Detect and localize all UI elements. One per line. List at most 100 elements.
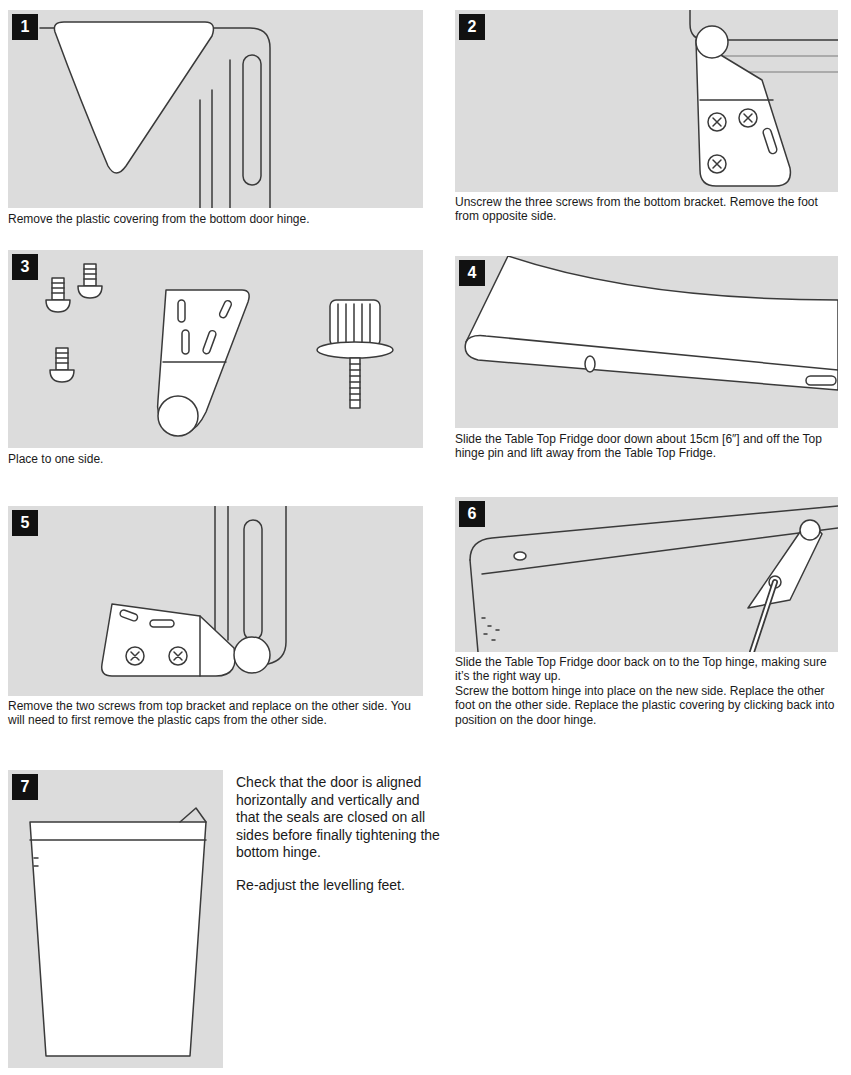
screw-head — [50, 370, 74, 382]
slot — [150, 620, 174, 627]
screw — [46, 278, 70, 312]
slot — [218, 300, 232, 319]
instruction-text: Remove the two screws from top bracket a… — [8, 699, 423, 728]
panel-ground — [8, 506, 423, 696]
step-panel: Remove the plastic covering from the bot… — [8, 10, 423, 208]
screw-thread — [56, 353, 68, 363]
screw-thread — [56, 348, 68, 370]
foot-base — [317, 342, 393, 358]
hinge-cover — [54, 22, 213, 173]
hinge-pin — [158, 396, 198, 436]
step-number: 6 — [459, 501, 485, 527]
screw-thread — [84, 264, 96, 286]
foot-stem — [350, 358, 360, 408]
foot-knurl — [338, 304, 370, 342]
step-number-text: 5 — [21, 515, 30, 531]
bracket — [102, 604, 235, 676]
screw-cross — [131, 652, 182, 660]
screw-thread — [84, 269, 96, 279]
step-panel: Unscrew the three screws from the bottom… — [455, 10, 838, 192]
slot — [244, 520, 262, 640]
step-panel: Slide the Table Top Fridge door back on … — [455, 497, 838, 652]
hinge-hole — [514, 552, 526, 560]
step-panel: Place to one side.3 — [8, 250, 423, 448]
step-number-text: 4 — [468, 265, 477, 281]
panel-ground — [8, 770, 223, 1068]
step-caption: Unscrew the three screws from the bottom… — [455, 195, 838, 224]
instruction-text: Re-adjust the levelling feet. — [236, 877, 441, 895]
panel-ground — [8, 250, 423, 448]
step-number-text: 6 — [468, 506, 477, 522]
fridge-outline — [268, 506, 286, 664]
step-panel: Remove the two screws from top bracket a… — [8, 506, 423, 696]
hinge-cover-figure — [40, 22, 270, 208]
hinge-pin — [696, 26, 728, 58]
fridge-edge — [200, 60, 230, 208]
screw-thread — [52, 283, 64, 293]
instruction-text: Unscrew the three screws from the bottom… — [455, 195, 838, 224]
door-edge — [30, 839, 206, 841]
slot — [119, 609, 138, 622]
door-mark — [34, 858, 38, 866]
levelling-foot — [317, 300, 393, 408]
panel-ground — [8, 10, 423, 208]
bracket-fold — [199, 616, 201, 676]
door-edge — [466, 336, 838, 370]
step-number: 2 — [459, 14, 485, 40]
step-number: 3 — [12, 254, 38, 280]
instruction-text: Screw the bottom hinge into place on the… — [455, 684, 838, 727]
hinge-pin — [234, 637, 270, 673]
fridge-outline — [470, 560, 478, 652]
screw — [50, 348, 74, 382]
slot — [243, 55, 261, 185]
step-caption: Slide the Table Top Fridge door back on … — [455, 655, 838, 727]
door-figure — [465, 256, 838, 390]
screw-cross — [713, 114, 752, 168]
instruction-text: Place to one side. — [8, 452, 423, 466]
step-caption: Remove the two screws from top bracket a… — [8, 699, 423, 728]
parts-figure — [46, 264, 393, 436]
step-number-text: 2 — [468, 19, 477, 35]
top-bracket-figure — [102, 506, 286, 676]
step-number-text: 7 — [21, 779, 30, 795]
panel-ground — [455, 256, 838, 428]
hinge — [180, 808, 206, 822]
refit-figure — [470, 506, 838, 652]
step-caption: Slide the Table Top Fridge door down abo… — [455, 432, 838, 461]
step-caption: Check that the door is aligned horizonta… — [236, 774, 441, 894]
panel-ground — [455, 497, 838, 652]
bracket — [696, 40, 790, 186]
door — [465, 256, 838, 390]
hinge-pin — [800, 520, 820, 540]
step-number: 7 — [12, 774, 38, 800]
slot — [762, 127, 778, 154]
vent-mark — [482, 618, 499, 640]
bracket-fold — [163, 361, 226, 363]
slot — [178, 300, 185, 322]
foot-knob — [330, 300, 380, 346]
screw-head — [78, 286, 102, 298]
step-number: 1 — [12, 14, 38, 40]
handle-slot — [806, 376, 836, 385]
slot — [202, 330, 217, 355]
slot — [182, 330, 189, 354]
panel-ground — [455, 10, 838, 192]
instruction-text: Slide the Table Top Fridge door down abo… — [455, 432, 838, 461]
instruction-text: Check that the door is aligned horizonta… — [236, 774, 441, 862]
screw-head — [46, 300, 70, 312]
instruction-text: Slide the Table Top Fridge door back on … — [455, 655, 838, 684]
screw — [78, 264, 102, 298]
step-number-text: 1 — [21, 19, 30, 35]
fridge-edge — [215, 506, 228, 640]
foot-thread — [350, 364, 360, 400]
step-number: 5 — [12, 510, 38, 536]
fridge-body — [30, 822, 206, 1056]
step-caption: Remove the plastic covering from the bot… — [8, 212, 423, 226]
fridge-figure — [30, 808, 206, 1056]
instruction-text: Remove the plastic covering from the bot… — [8, 212, 423, 226]
screwdriver — [752, 582, 775, 652]
hinge-hole — [585, 356, 595, 372]
step-panel: Slide the Table Top Fridge door down abo… — [455, 256, 838, 428]
